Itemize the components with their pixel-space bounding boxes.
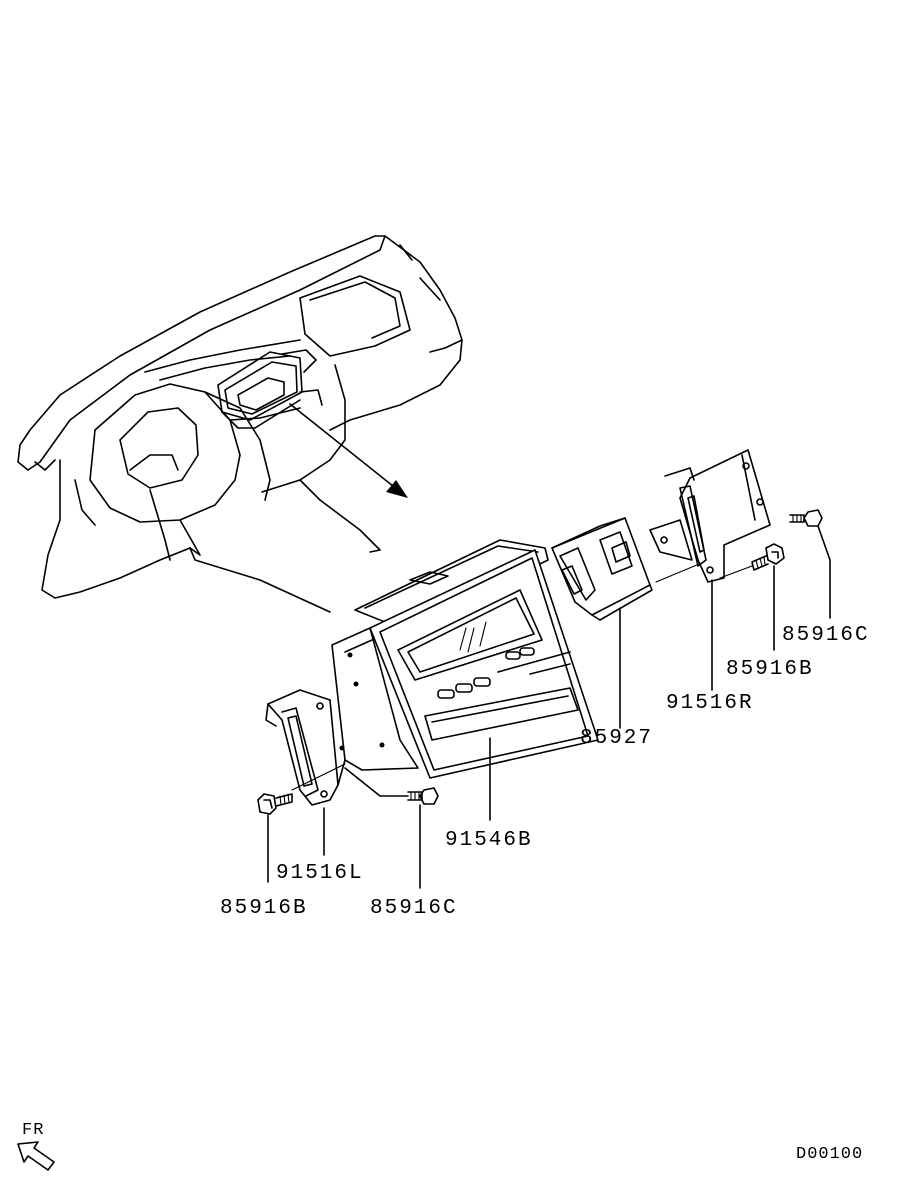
module-illustration bbox=[551, 517, 653, 729]
label-91516r: 91516R bbox=[666, 692, 754, 715]
right-screw-illustration bbox=[789, 509, 831, 619]
right-bolt-illustration bbox=[719, 543, 785, 651]
front-direction-indicator: FR bbox=[17, 1121, 55, 1171]
label-85927: 85927 bbox=[580, 727, 653, 750]
location-arrow bbox=[289, 403, 408, 498]
right-bracket-illustration bbox=[649, 449, 771, 691]
left-bracket-illustration bbox=[265, 689, 346, 856]
display-unit-illustration bbox=[331, 539, 599, 821]
label-91516l: 91516L bbox=[276, 862, 364, 885]
left-screw-illustration bbox=[344, 767, 439, 889]
front-label: FR bbox=[22, 1121, 44, 1140]
diagram-code: D00100 bbox=[796, 1145, 863, 1164]
label-85916b-left: 85916B bbox=[220, 897, 308, 920]
label-85916c-right: 85916C bbox=[782, 624, 870, 647]
label-91546b: 91546B bbox=[445, 829, 533, 852]
label-85916b-right: 85916B bbox=[726, 658, 814, 681]
label-85916c-left: 85916C bbox=[370, 897, 458, 920]
left-bolt-illustration bbox=[257, 793, 293, 883]
dashboard-illustration bbox=[17, 235, 463, 613]
front-arrow-icon bbox=[17, 1141, 55, 1171]
